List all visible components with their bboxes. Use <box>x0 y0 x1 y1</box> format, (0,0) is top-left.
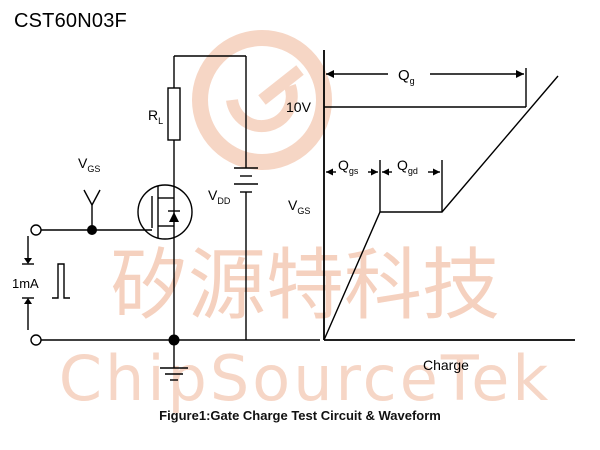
test-circuit <box>22 55 320 381</box>
charge-axis-label: Charge <box>423 357 469 373</box>
qg-dimension-arrow <box>326 70 524 78</box>
vdd-battery-symbol <box>234 167 258 193</box>
vgs-circuit-label: VGS <box>78 155 100 174</box>
vgs-curve <box>323 75 559 341</box>
vgs-probe-left <box>83 189 93 206</box>
current-1ma-label: 1mA <box>12 276 39 291</box>
mosfet-symbol <box>137 175 193 249</box>
watermark-english: ChipSourceTek <box>59 342 552 415</box>
qgs-dimension-arrow <box>326 168 378 176</box>
gate-terminal <box>30 224 42 236</box>
vgs-probe-right <box>91 189 101 206</box>
vgs-axis-label: VGS <box>288 197 310 216</box>
figure-caption: Figure1:Gate Charge Test Circuit & Wavef… <box>159 408 441 423</box>
current-source-pulse <box>22 236 70 330</box>
rl-label: RL <box>148 107 163 126</box>
return-terminal <box>30 334 42 346</box>
qgd-label: Qgd <box>397 157 418 176</box>
gate-charge-waveform <box>323 50 575 341</box>
qgd-dimension-arrow <box>382 168 440 176</box>
ten-volt-label: 10V <box>286 99 312 115</box>
watermark-chinese: 矽源特科技 <box>110 241 500 331</box>
part-number-title: CST60N03F <box>14 10 127 32</box>
ground-symbol <box>160 367 188 381</box>
load-resistor <box>167 87 181 141</box>
vdd-label: VDD <box>208 187 231 206</box>
watermark: 矽源特科技 ChipSourceTek <box>59 30 552 415</box>
qgs-label: Qgs <box>338 157 359 176</box>
qg-label: Qg <box>398 67 415 86</box>
